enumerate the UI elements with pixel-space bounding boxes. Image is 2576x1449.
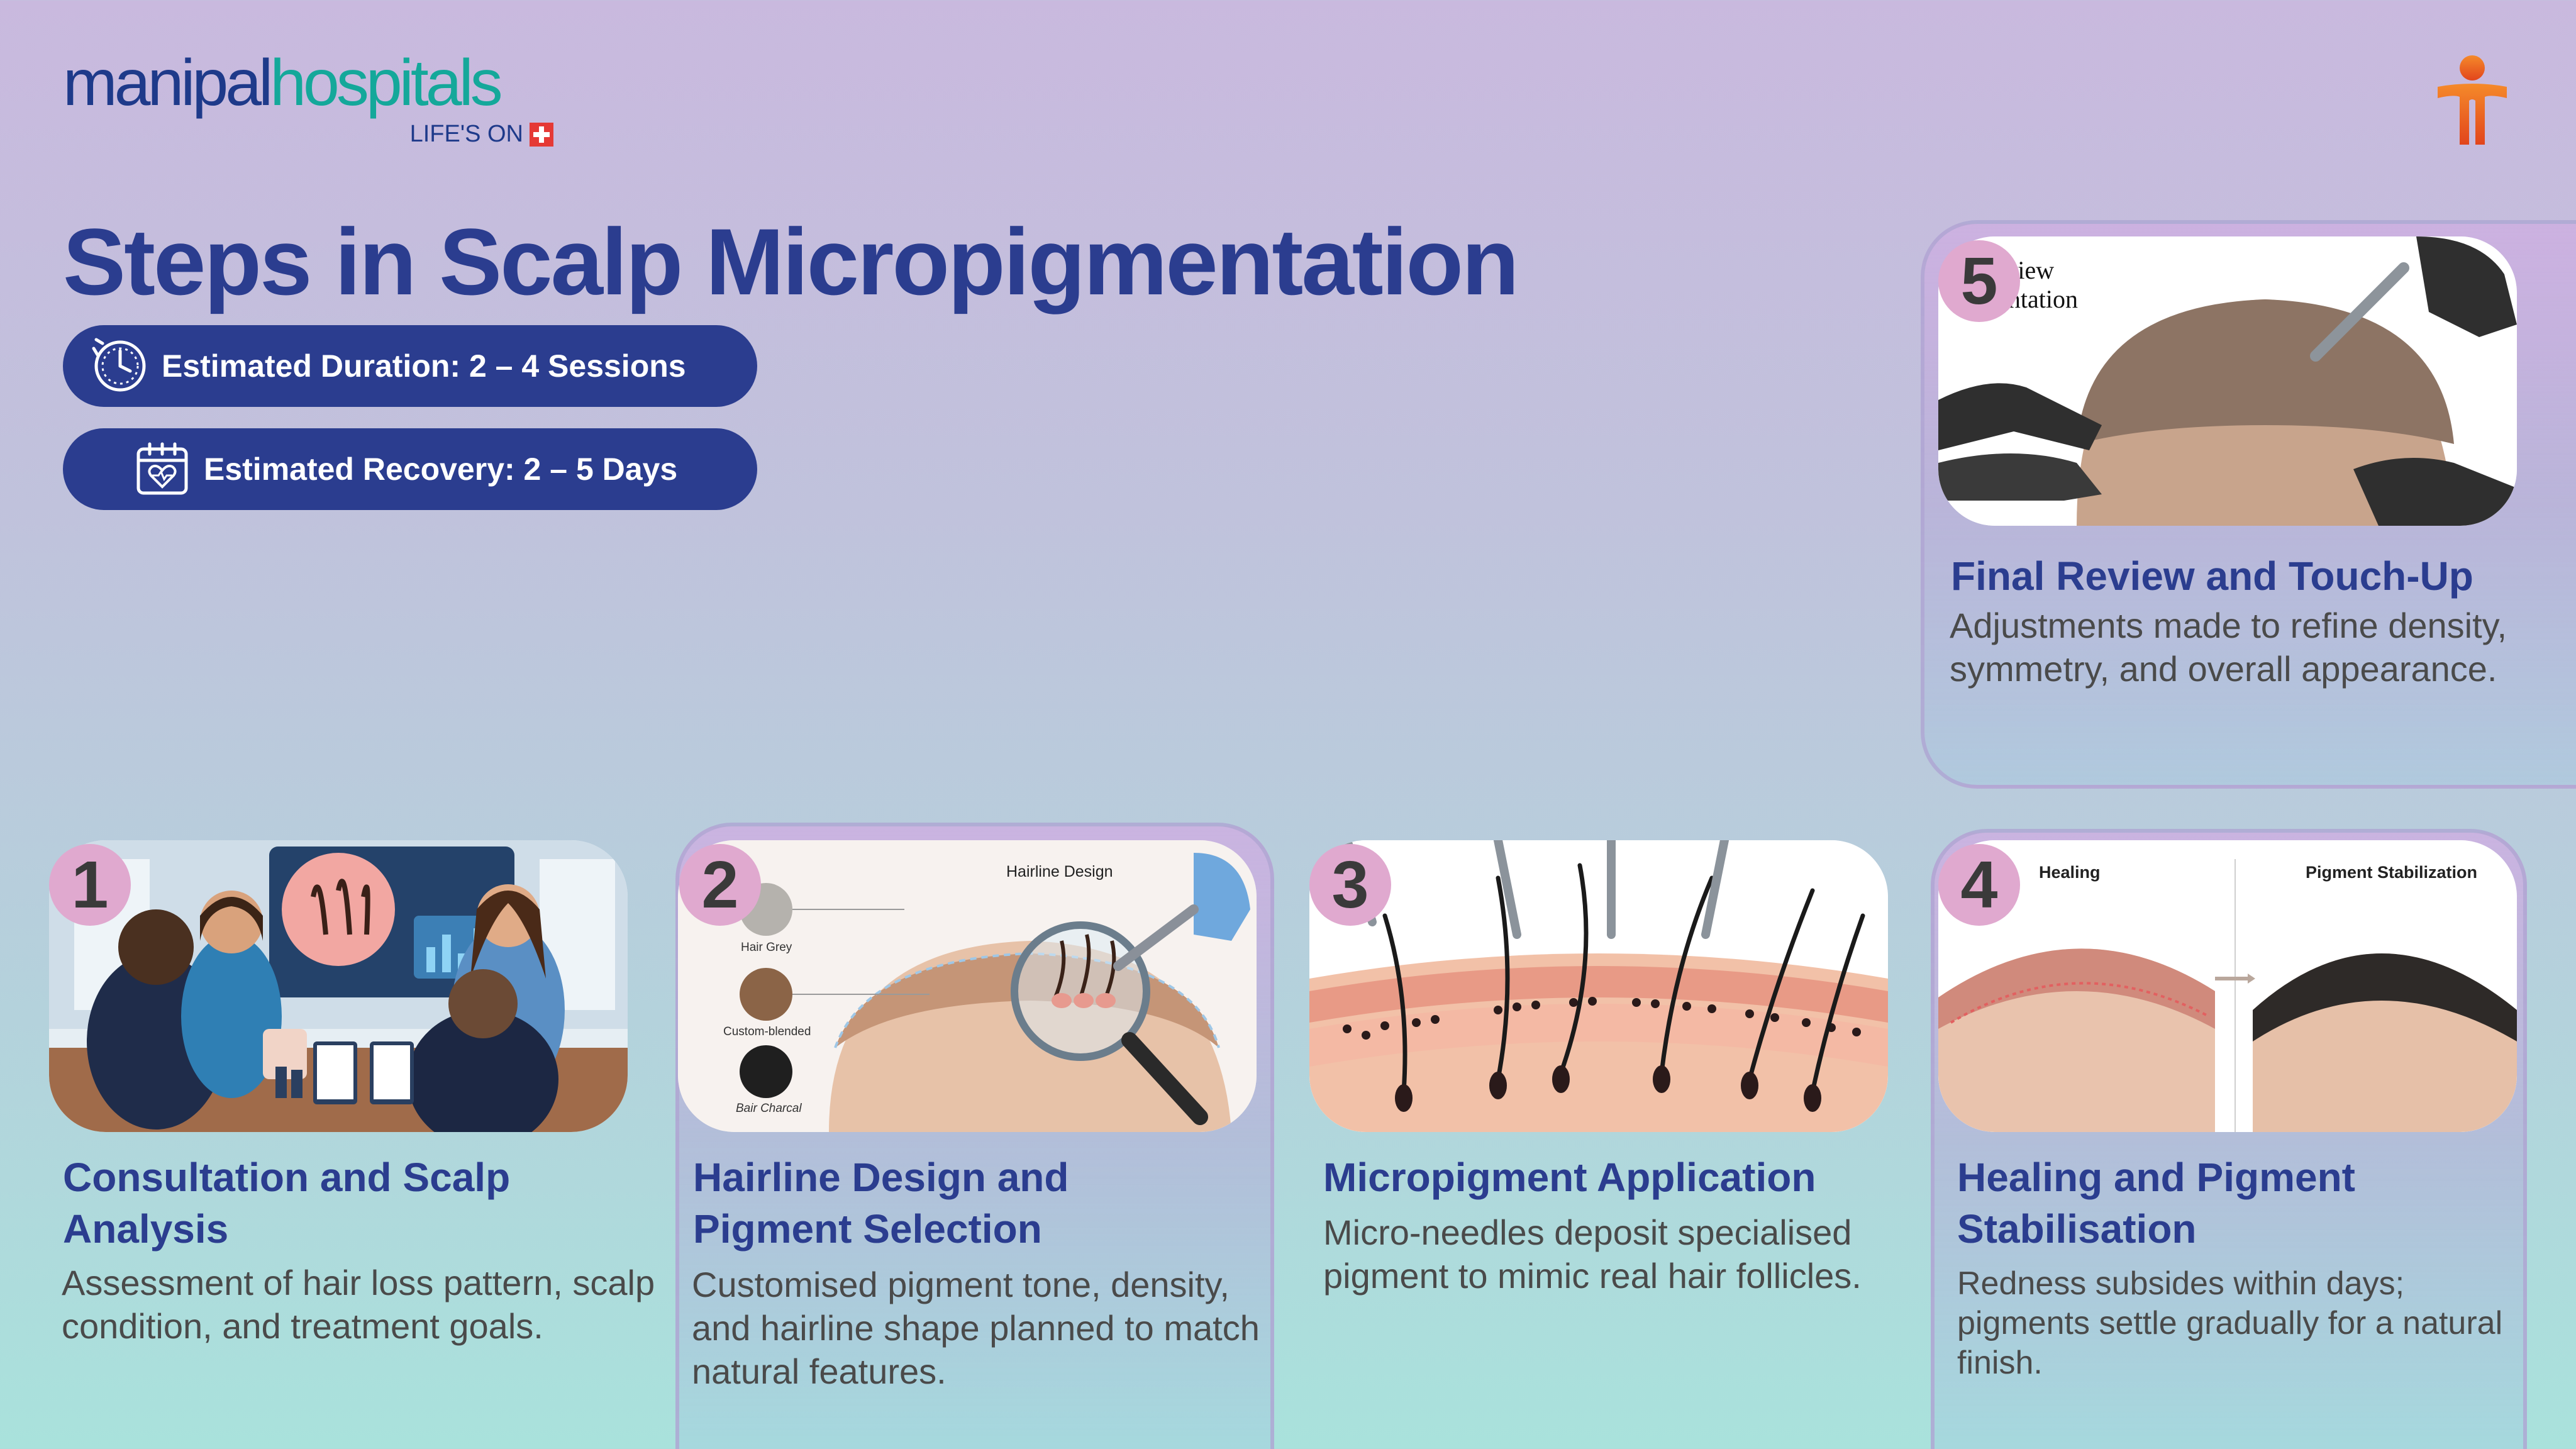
swatch-custom-blended-label: Custom-blended: [723, 1025, 811, 1038]
duration-pill: Estimated Duration: 2 – 4 Sessions: [63, 325, 757, 407]
step-1-title: Consultation and Scalp Analysis: [63, 1155, 511, 1252]
step-2-image: Hairline Design Hair Grey Custom-blended…: [678, 840, 1257, 1132]
brand-name-part2: hospitals: [270, 47, 502, 119]
manipal-figure-icon: [2431, 50, 2513, 151]
duration-text: Estimated Duration: 2 – 4 Sessions: [162, 348, 686, 384]
brand-logo: manipalhospitals LIFE'S ON: [63, 50, 553, 151]
recovery-pill: Estimated Recovery: 2 – 5 Days: [63, 428, 757, 510]
pigment-stabilization-label: Pigment Stabilization: [2306, 863, 2478, 882]
step-3-title: Micropigment Application: [1323, 1155, 1816, 1200]
tagline-text: LIFE'S ON: [409, 121, 523, 147]
step-1-badge: 1: [49, 844, 131, 926]
hairline-design-label: Hairline Design: [1006, 863, 1113, 880]
step-4-title: Healing and Pigment Stabilisation: [1957, 1155, 2355, 1252]
step-2-title: Hairline Design and Pigment Selection: [693, 1155, 1069, 1252]
step-3-badge: 3: [1309, 844, 1391, 926]
step-1-description: Assessment of hair loss pattern, scalp c…: [62, 1263, 655, 1346]
calendar-heart-icon: [133, 440, 191, 498]
step-3-description: Micro-needles deposit specialised pigmen…: [1323, 1213, 1862, 1296]
recovery-text: Estimated Recovery: 2 – 5 Days: [204, 452, 678, 487]
step-4-badge: 4: [1938, 844, 2020, 926]
healing-label: Healing: [2039, 863, 2101, 882]
brand-name-part1: manipal: [63, 47, 273, 119]
step-1-image: [49, 840, 628, 1132]
step-5-badge: 5: [1938, 240, 2020, 322]
swatch-charcoal-label: Bair Charcal: [736, 1102, 802, 1115]
step-2-badge: 2: [679, 844, 761, 926]
page-title: Steps in Scalp Micropigmentation: [63, 209, 1519, 314]
step-2-description: Customised pigment tone, density, and ha…: [692, 1265, 1260, 1391]
step-5-description: Adjustments made to refine density, symm…: [1950, 606, 2507, 689]
step-3-image: [1309, 840, 1888, 1132]
step-5-title: Final Review and Touch-Up: [1951, 553, 2473, 599]
step-4-image: Healing Pigment Stabilization: [1938, 840, 2517, 1132]
brand-tagline: LIFE'S ON: [410, 121, 553, 148]
brand-name: manipalhospitals: [63, 50, 553, 116]
clock-icon: [91, 337, 149, 395]
step-4-description: Redness subsides within days; pigments s…: [1957, 1265, 2503, 1381]
swatch-hair-grey-label: Hair Grey: [741, 941, 792, 954]
step-5-image: Review mentation: [1938, 236, 2517, 526]
red-cross-icon: [530, 122, 553, 147]
